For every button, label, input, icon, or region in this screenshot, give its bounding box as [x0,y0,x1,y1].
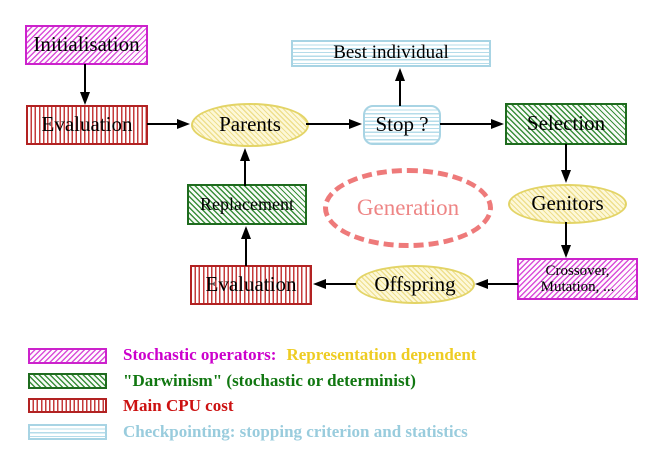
arrow-line-stop-selection [440,123,493,125]
arrow-line-selection-genitors [565,144,567,172]
node-parents-label: Parents [219,112,281,137]
node-crossover-line1: Crossover, [545,262,610,279]
legend-item-darwinism: "Darwinism" (stochastic or determinist) [123,371,416,391]
node-evaluation-top-label: Evaluation [41,112,133,137]
legend-label-darwinism: "Darwinism" (stochastic or determinist) [123,371,416,390]
legend-label-representation-dependent: Representation dependent [286,345,477,364]
node-evaluation-top: Evaluation [26,105,148,145]
node-selection: Selection [505,103,627,145]
arrow-line-genitors-crossover [565,222,567,247]
legend-label-stochastic-operators: Stochastic operators: [123,345,277,364]
arrow-line-initialisation-evaluation [84,64,86,94]
node-initialisation-label: Initialisation [33,32,140,57]
node-offspring-label: Offspring [374,271,456,296]
legend-item-stochastic-operators: Stochastic operators: Representation depe… [123,345,476,365]
node-best-individual-label: Best individual [333,42,449,64]
legend-item-main-cpu-cost: Main CPU cost [123,396,233,416]
arrow-line-offspring-evaluation [325,283,356,285]
arrowhead-initialisation-evaluation [80,92,90,105]
node-replacement: Replacement [187,184,307,225]
legend-swatch-darwinism [28,373,107,389]
arrow-line-replacement-parents [244,160,246,186]
arrowhead-stop-best-individual [395,68,405,81]
node-genitors-label: Genitors [531,191,604,216]
node-stop-label: Stop ? [375,112,429,137]
legend-swatch-main-cpu-cost [28,398,107,413]
legend-swatch-checkpointing [28,424,107,440]
node-selection-label: Selection [526,111,606,136]
legend-swatch-stochastic-operators [28,348,107,364]
arrowhead-selection-genitors [561,170,571,183]
node-genitors: Genitors [508,184,627,224]
arrowhead-offspring-evaluation [313,279,326,289]
arrowhead-stop-selection [491,119,504,129]
node-initialisation: Initialisation [25,25,148,65]
generation-loop-ellipse: Generation [323,168,493,248]
node-stop: Stop ? [363,105,441,145]
arrow-line-stop-best-individual [399,80,401,106]
arrowhead-replacement-parents [240,148,250,161]
arrow-line-evaluation-parents [147,123,179,125]
legend-label-main-cpu-cost: Main CPU cost [123,396,234,415]
node-replacement-label: Replacement [200,193,294,214]
arrow-line-evaluation-replacement [245,238,247,266]
arrow-line-crossover-offspring [487,283,518,285]
arrowhead-evaluation-parents [177,119,190,129]
arrowhead-crossover-offspring [475,279,488,289]
legend-item-checkpointing: Checkpointing: stopping criterion and st… [123,422,468,442]
arrowhead-parents-stop [349,119,362,129]
node-crossover-line2: Mutation, ... [540,279,615,295]
generation-label: Generation [356,195,460,220]
node-crossover-mutation: Crossover, Mutation, ... [517,258,638,300]
node-offspring: Offspring [355,265,475,304]
node-evaluation-bottom: Evaluation [190,265,312,305]
arrowhead-genitors-crossover [561,245,571,258]
legend-label-checkpointing: Checkpointing: stopping criterion and st… [123,422,468,441]
node-evaluation-bottom-label: Evaluation [205,272,297,297]
arrowhead-evaluation-replacement [241,226,251,239]
node-best-individual: Best individual [291,40,491,67]
arrow-line-parents-stop [306,123,351,125]
node-parents: Parents [191,103,309,147]
